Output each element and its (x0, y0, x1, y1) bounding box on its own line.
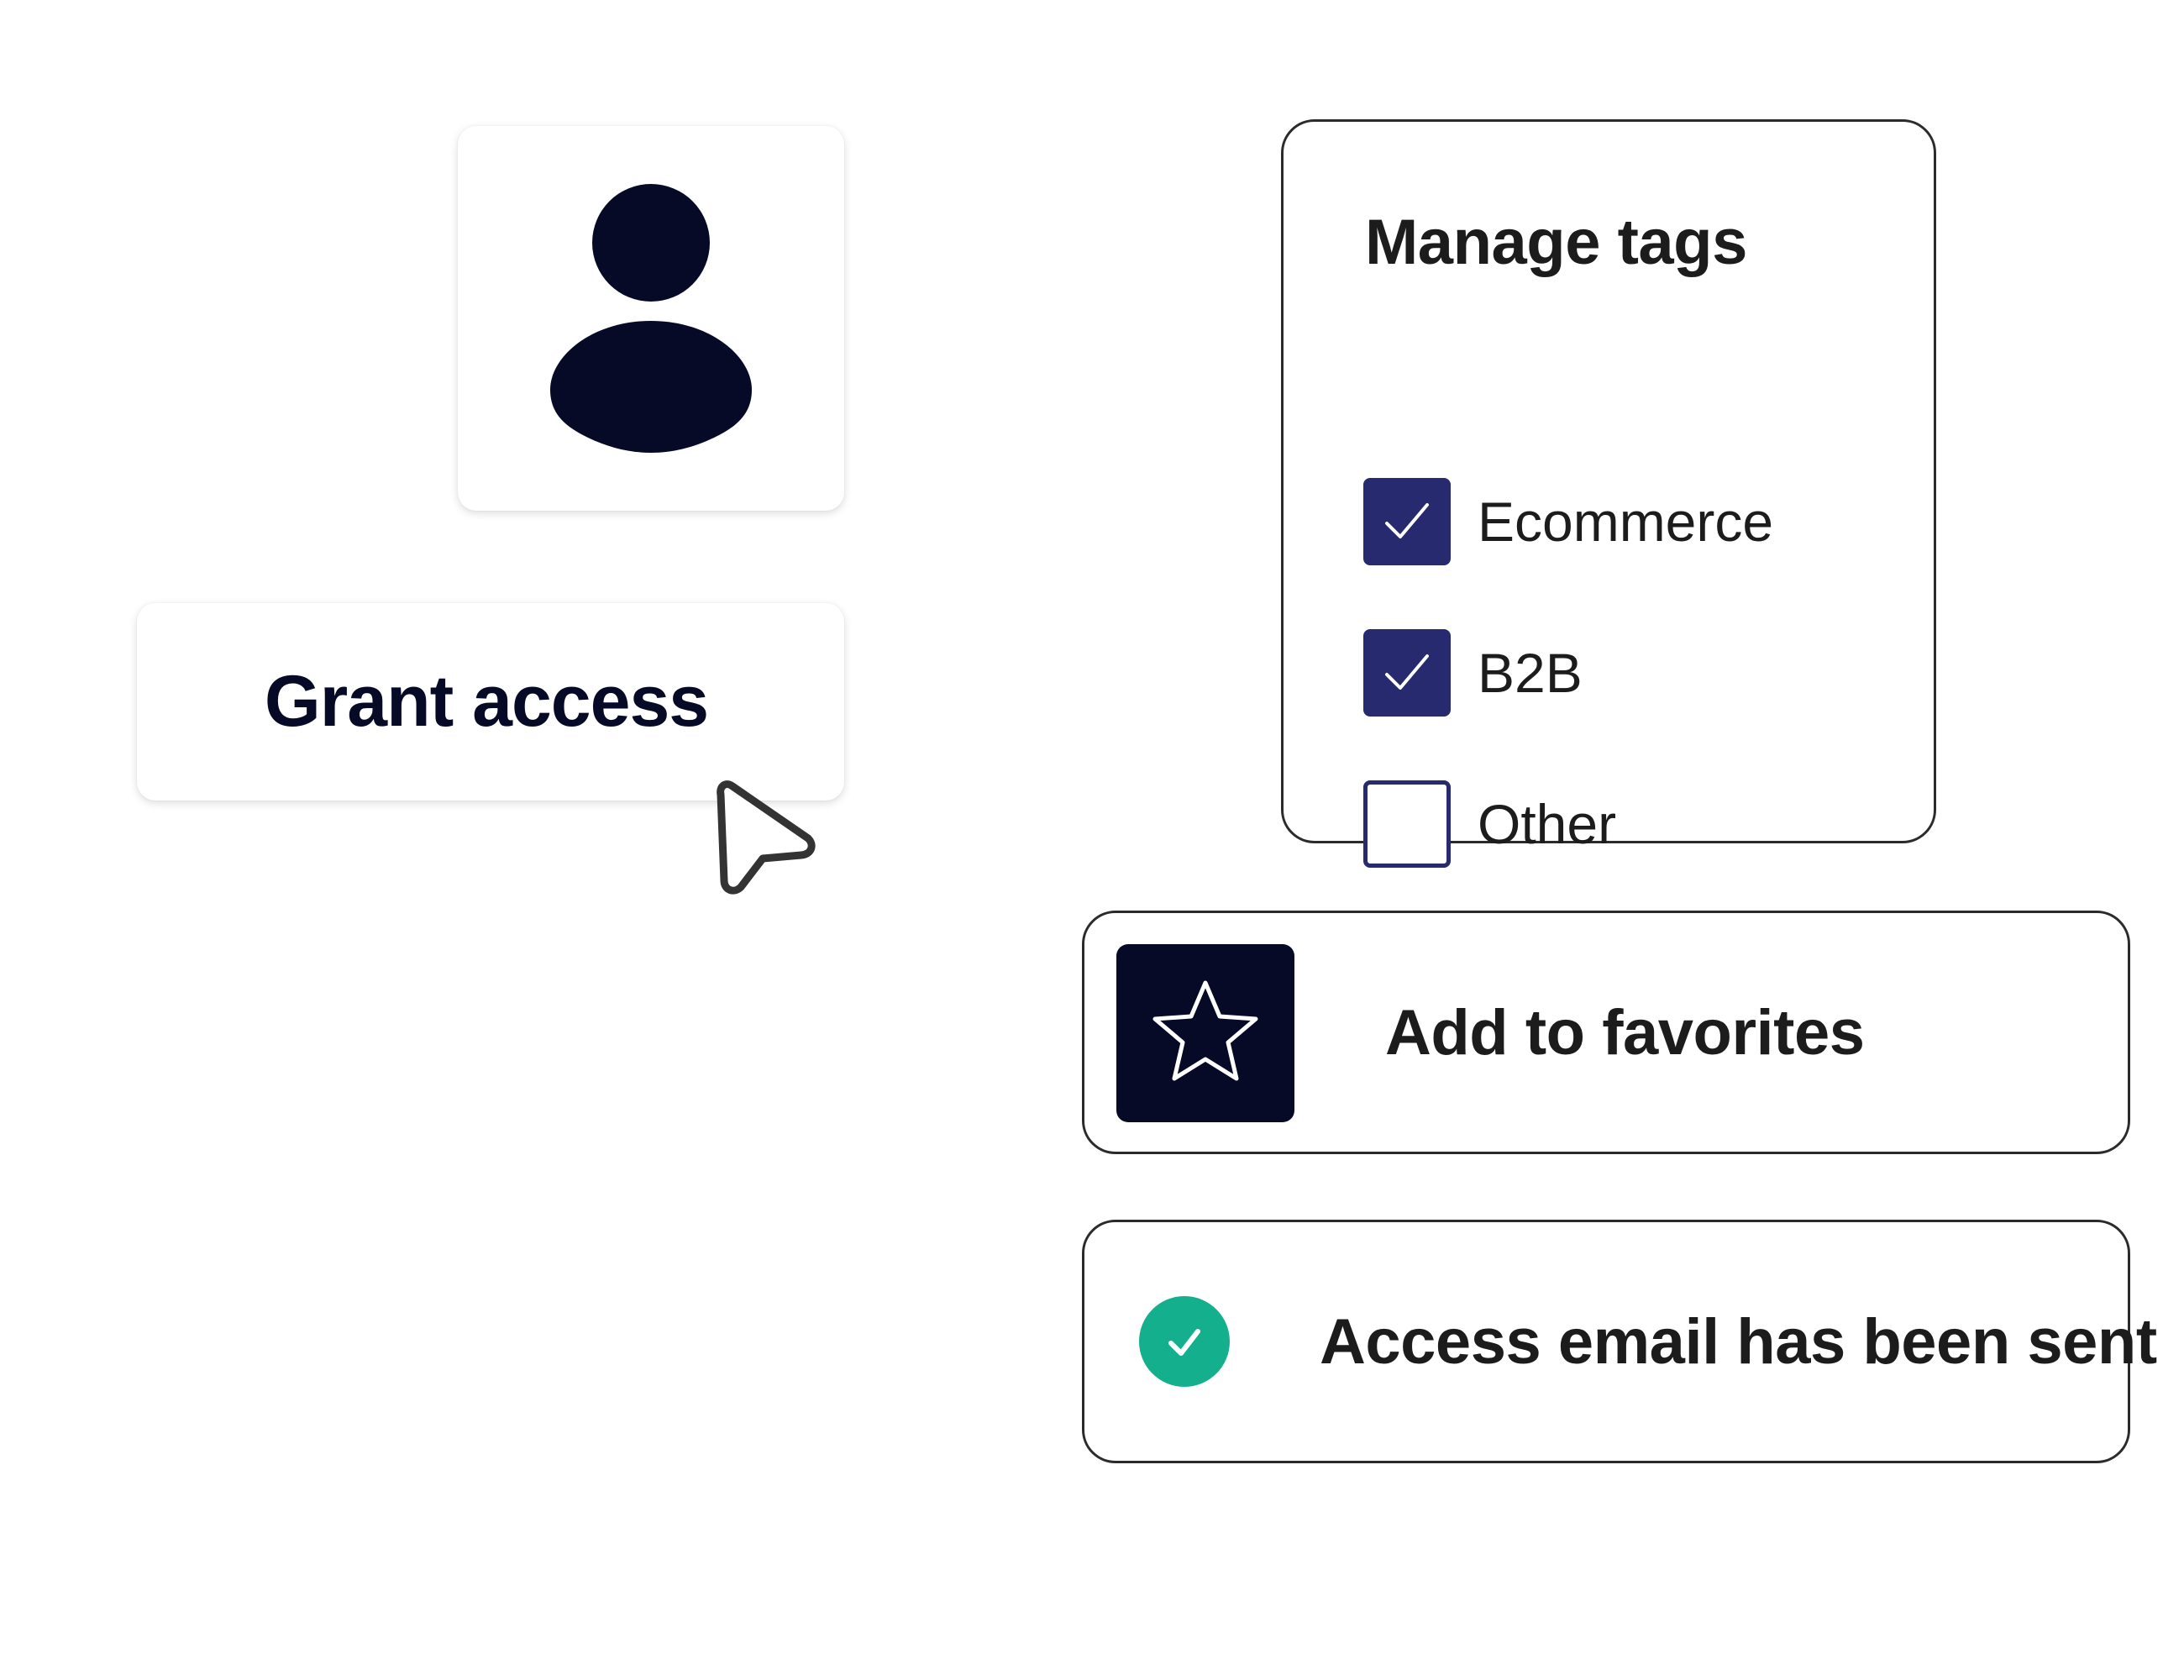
tag-option-b2b[interactable]: B2B (1363, 629, 1583, 717)
checkmark-icon (1168, 1329, 1200, 1356)
notification-message: Access email has been sent (1320, 1305, 2157, 1378)
tag-option-ecommerce[interactable]: Ecommerce (1363, 478, 1773, 565)
ecommerce-label: Ecommerce (1478, 491, 1774, 553)
add-to-favorites-label: Add to favorites (1385, 996, 1865, 1068)
grant-access-button[interactable]: Grant access (137, 603, 844, 801)
other-checkbox[interactable] (1363, 780, 1451, 868)
checkmark-icon (1385, 654, 1429, 690)
add-to-favorites-button[interactable]: Add to favorites (1082, 911, 2130, 1154)
manage-tags-title: Manage tags (1365, 207, 1747, 278)
check-circle-icon (1139, 1296, 1230, 1387)
user-icon (550, 184, 752, 453)
other-label: Other (1478, 793, 1617, 855)
star-tile (1116, 944, 1294, 1122)
avatar-card (458, 126, 844, 511)
grant-access-label: Grant access (264, 661, 709, 742)
star-icon (1152, 980, 1258, 1081)
tag-option-other[interactable]: Other (1363, 780, 1616, 868)
access-email-notification: Access email has been sent (1082, 1220, 2157, 1463)
b2b-checkbox[interactable] (1363, 629, 1451, 717)
manage-tags-panel: Manage tags Ecommerce B2B Other (1281, 119, 1936, 868)
b2b-label: B2B (1478, 642, 1583, 704)
pointer-cursor-icon (717, 780, 816, 895)
ecommerce-checkbox[interactable] (1363, 478, 1451, 565)
checkmark-icon (1385, 503, 1429, 538)
